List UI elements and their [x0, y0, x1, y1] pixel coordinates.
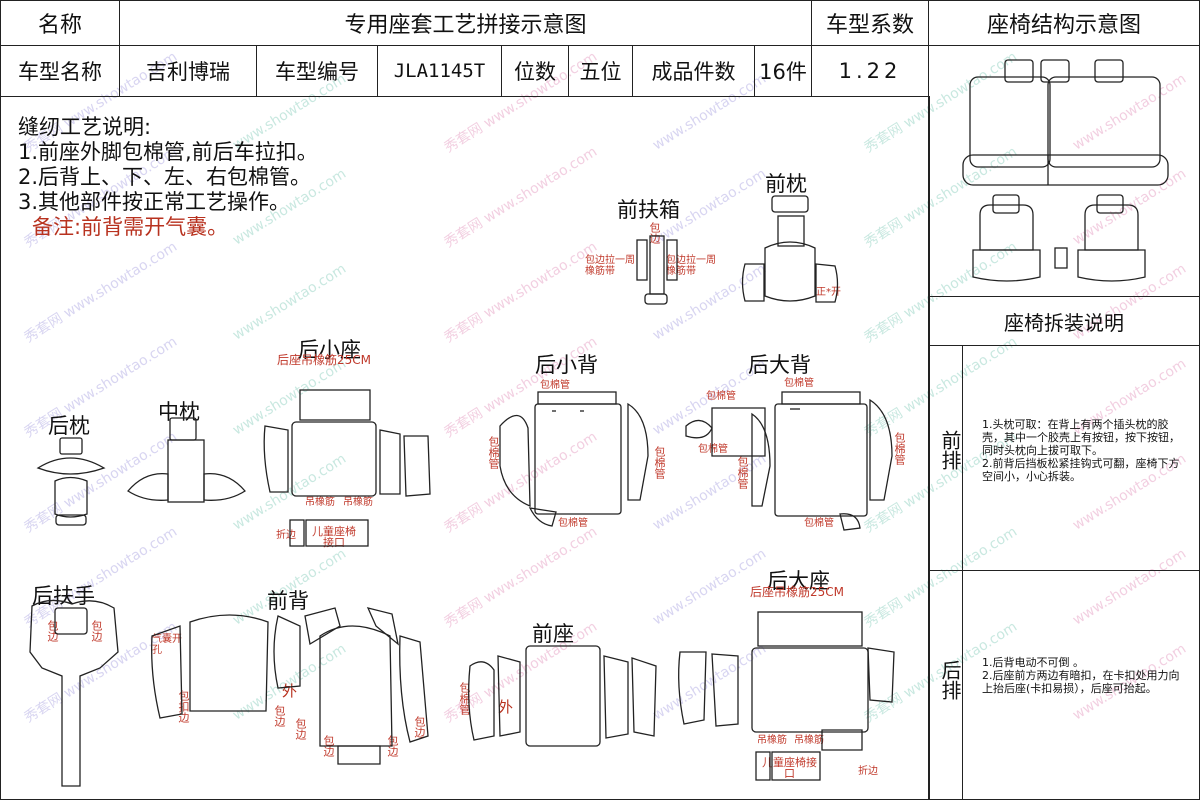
mark-wrap-tube-rb-2: 包棉管 — [698, 444, 728, 455]
label-middle-headrest: 中枕 — [158, 400, 200, 424]
coef-label: 车型系数 — [811, 0, 929, 46]
row-label-divider — [962, 345, 963, 800]
seat-structure-drawing — [962, 59, 1169, 282]
mark-wrap-band-1: 包边拉一周橡筋带 — [585, 255, 635, 277]
mark-hang-rubber-1: 吊橡筋 — [305, 497, 335, 508]
notes-line-2: 2.后背上、下、左、右包棉管。 — [18, 165, 312, 189]
notes-line-1: 1.前座外脚包棉管,前后车拉扣。 — [18, 140, 318, 164]
mark-airbag-open: 正*开 — [816, 287, 841, 298]
model-no-label: 车型编号 — [256, 45, 378, 97]
front-row-text: 1.头枕可取：在背上有两个插头枕的胶壳，其中一个胶壳上有按钮，按下按钮，同时头枕… — [982, 418, 1180, 483]
piece-front-armrest-box — [636, 235, 678, 305]
front-row-label: 前排 — [938, 430, 962, 470]
pieces-label: 成品件数 — [632, 45, 755, 97]
rear-row-label: 后排 — [938, 660, 962, 700]
mark-hang-rubber-3: 吊橡筋 — [757, 735, 787, 746]
pieces-value: 16件 — [754, 45, 812, 97]
mark-hang-rubber-2: 吊橡筋 — [343, 497, 373, 508]
seats-label: 位数 — [501, 45, 569, 97]
piece-rear-big-seat — [678, 611, 895, 781]
label-rear-big-seat: 后大座 — [767, 569, 830, 593]
pattern-pieces-drawing — [29, 195, 895, 787]
label-rear-big-back: 后大背 — [748, 353, 811, 377]
mark-wrap-edge-fb-5: 包边 — [413, 716, 426, 738]
piece-rear-big-back — [685, 391, 893, 531]
label-front-headrest: 前枕 — [765, 172, 807, 196]
mark-wrap-tube-right: 包棉管 — [653, 446, 666, 479]
disassembly-title: 座椅拆装说明 — [928, 296, 1200, 346]
structure-title: 座椅结构示意图 — [928, 0, 1200, 46]
mark-wrap-tube-fs: 包棉管 — [458, 682, 471, 715]
mark-wrap-tube-rb-6: 包棉管 — [893, 432, 906, 465]
mark-wrap-tube-left: 包棉管 — [487, 436, 500, 469]
model-name: 吉利博瑞 — [119, 45, 257, 97]
piece-middle-headrest — [127, 417, 246, 503]
mark-wrap-tube-top: 包棉管 — [540, 380, 570, 391]
label-front-seat: 前座 — [532, 622, 574, 646]
mark-child-port-1: 儿童座椅接口 — [312, 525, 356, 549]
mark-hang-rubber-4: 吊橡筋 — [794, 735, 824, 746]
piece-front-seat — [468, 645, 657, 747]
label-rear-armrest: 后扶手 — [32, 584, 95, 608]
piece-rear-headrest — [36, 437, 106, 526]
mark-wrap-tube-bottom: 包棉管 — [558, 518, 588, 529]
notes-remark: 备注:前背需开气囊。 — [32, 215, 229, 239]
mark-wrap-tube-rb-3: 包棉管 — [784, 378, 814, 389]
label-front-back: 前背 — [267, 589, 309, 613]
mark-fold-edge-1: 折边 — [276, 530, 296, 541]
piece-rear-small-seat — [263, 389, 431, 547]
label-rear-small-seat: 后小座 — [298, 338, 361, 362]
mark-wrap-edge: 包边 — [648, 222, 661, 244]
label-rear-headrest: 后枕 — [48, 414, 90, 438]
notes-heading: 缝纫工艺说明: — [18, 115, 152, 139]
mark-airbag-hole: 气囊开孔 — [152, 634, 182, 656]
notes-line-3: 3.其他部件按正常工艺操作。 — [18, 190, 291, 214]
mark-wrap-edge-fb-1: 包边 — [273, 705, 286, 727]
coef-value: 1.22 — [811, 45, 929, 97]
mark-outer-2: 外 — [498, 698, 514, 716]
mark-wrap-tube-rb-4: 包棉管 — [804, 518, 834, 529]
name-label: 名称 — [0, 0, 120, 46]
mark-wrap-edge-armrest-r: 包边 — [90, 620, 103, 642]
model-no: JLA1145T — [377, 45, 502, 97]
label-front-armrest-box: 前扶箱 — [617, 198, 680, 222]
model-name-label: 车型名称 — [0, 45, 120, 97]
seats-value: 五位 — [568, 45, 633, 97]
mark-fold-edge-2: 折边 — [858, 766, 878, 777]
mark-wrap-edge-armrest-l: 包边 — [46, 620, 59, 642]
mark-wrap-tube-rb-5: 包棉管 — [736, 456, 749, 489]
piece-front-headrest — [741, 195, 839, 303]
piece-front-back — [151, 607, 429, 765]
piece-rear-small-back — [499, 391, 649, 527]
note-rear-big-seat: 后座吊橡筋25CM — [750, 585, 845, 599]
note-rear-small-seat: 后座吊橡筋25CM — [277, 353, 372, 367]
mark-child-port-2: 儿童座椅接口 — [762, 756, 817, 780]
diagram-title: 专用座套工艺拼接示意图 — [119, 0, 812, 46]
mark-wrap-band-2: 包边拉一周橡筋带 — [666, 255, 716, 277]
piece-rear-armrest — [29, 599, 119, 787]
rear-row-text: 1.后背电动不可倒 。 2.后座前方两边有暗扣，在卡扣处用力向上抬后座(卡扣易损… — [982, 656, 1180, 695]
label-rear-small-back: 后小背 — [535, 353, 598, 377]
mark-wrap-tube-rb-1: 包棉管 — [706, 391, 736, 402]
mark-wrap-edge-fb-2: 包边 — [294, 718, 307, 740]
